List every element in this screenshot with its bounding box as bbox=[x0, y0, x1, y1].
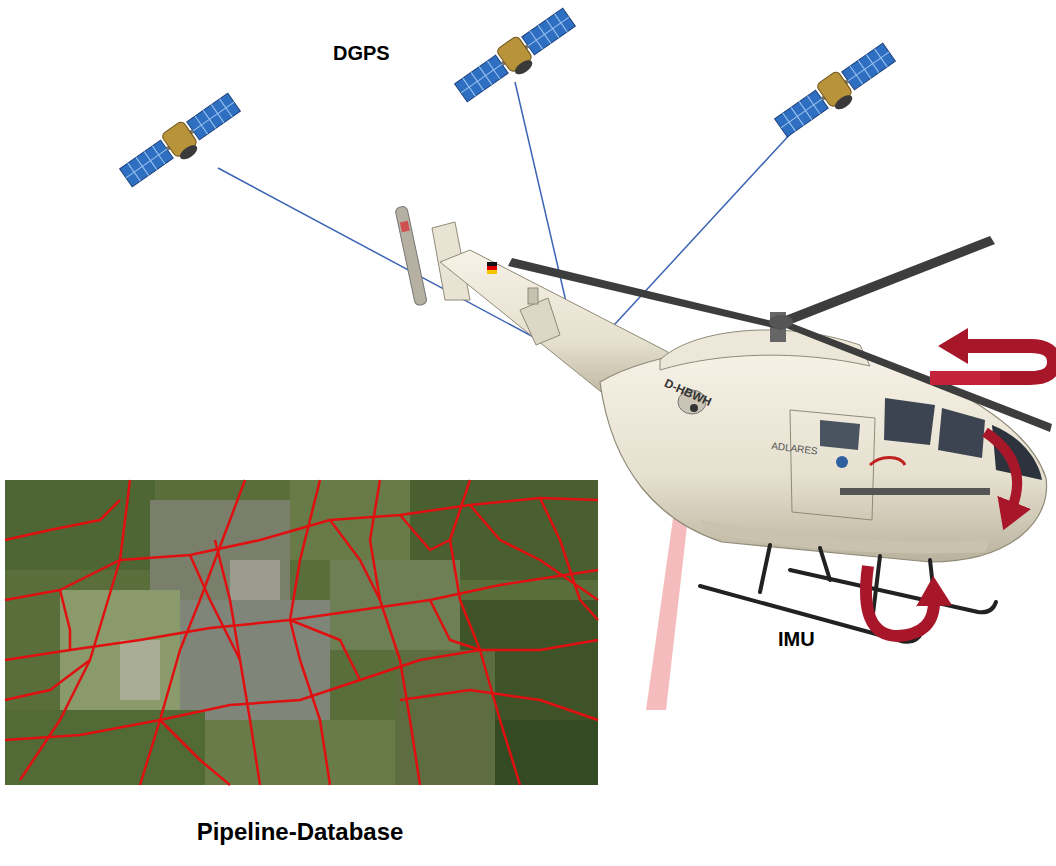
map-caption: Pipeline-Database bbox=[0, 818, 600, 846]
satellite bbox=[452, 5, 580, 109]
system-label: IMU bbox=[778, 628, 815, 651]
satellite bbox=[117, 90, 245, 194]
registration-mark: D-HBWH bbox=[662, 376, 713, 409]
rotation-arrows bbox=[866, 346, 1054, 636]
fuselage-lettering: ADLARES bbox=[771, 440, 819, 457]
satellite bbox=[772, 40, 900, 144]
pipeline-map bbox=[5, 480, 598, 785]
helicopter bbox=[395, 206, 1052, 642]
system-label: DGPS bbox=[333, 42, 390, 65]
